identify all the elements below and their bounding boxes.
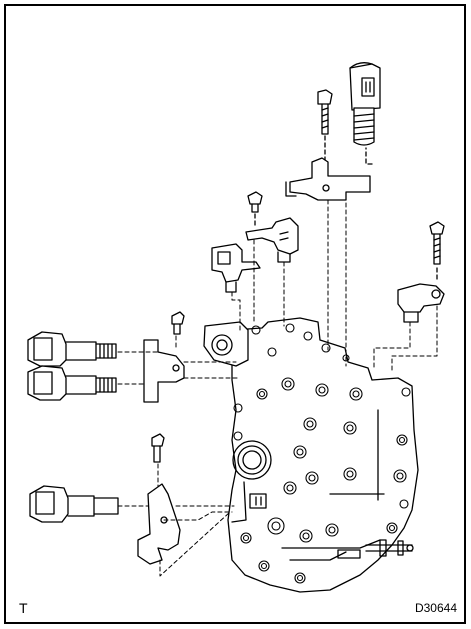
lower-bracket: [137, 483, 181, 565]
lower-bolt: [151, 433, 165, 463]
right-bolt: [429, 221, 445, 265]
left-bolt: [171, 311, 185, 335]
right-solenoid: [397, 283, 445, 323]
figure-frame: [4, 4, 466, 624]
left-solenoid-1: [27, 331, 117, 367]
left-bracket: [143, 339, 185, 403]
corner-mark: T: [19, 600, 28, 616]
small-bolt: [247, 191, 263, 213]
pressure-switch-lower: [211, 243, 261, 293]
valve-body: [203, 317, 419, 593]
assembly-guide-lines: [117, 195, 438, 577]
left-solenoid-3: [29, 485, 119, 523]
top-bolt: [317, 89, 333, 135]
top-solenoid: [349, 62, 381, 165]
top-bracket: [285, 157, 371, 201]
figure-code: D30644: [414, 601, 457, 615]
left-solenoid-2: [27, 365, 117, 401]
